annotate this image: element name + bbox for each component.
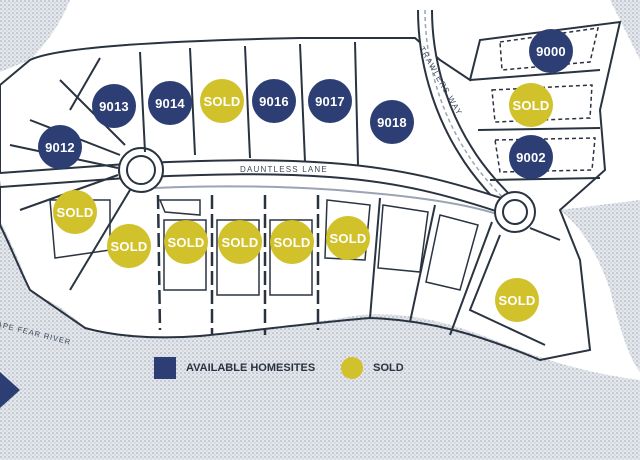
lot-marker[interactable]: SOLD [107,224,151,268]
map-legend: AVAILABLE HOMESITES SOLD [154,357,430,379]
lot-marker[interactable]: SOLD [218,220,262,264]
lot-marker[interactable]: 9014 [148,81,192,125]
lot-marker[interactable]: 9012 [38,125,82,169]
legend-label-available: AVAILABLE HOMESITES [186,362,316,374]
lot-marker[interactable]: SOLD [509,83,553,127]
lot-marker[interactable]: 9017 [308,79,352,123]
lot-marker[interactable]: SOLD [495,278,539,322]
legend-swatch-sold [341,357,364,379]
south-lot-lines [156,194,320,335]
legend-item-sold: SOLD [341,357,404,379]
land-outline [0,20,622,362]
water-right-shore [560,200,640,372]
lot-marker[interactable]: SOLD [53,190,97,234]
lot-marker[interactable]: 9016 [252,79,296,123]
lot-marker[interactable]: SOLD [164,220,208,264]
north-lot-lines [9,41,359,169]
lot-marker[interactable]: 9013 [92,84,136,128]
lot-marker[interactable]: SOLD [326,216,370,260]
lot-marker[interactable]: 9000 [529,29,573,73]
north-arrow-icon [0,372,20,408]
lot-marker[interactable]: SOLD [200,79,244,123]
legend-swatch-available [154,357,176,379]
street-label-dauntless-lane: DAUNTLESS LANE [240,165,328,174]
lot-marker[interactable]: 9002 [509,135,553,179]
east-lot-inner [491,27,599,173]
lot-marker[interactable]: SOLD [270,220,314,264]
legend-label-sold: SOLD [373,362,404,374]
water-river [0,314,640,460]
lot-marker[interactable]: 9018 [370,100,414,144]
water-top-left [0,0,70,72]
legend-item-available: AVAILABLE HOMESITES [154,357,315,379]
water-top-right [610,0,640,60]
east-lot-lines [469,69,601,181]
south-lot-lines-solid [19,174,561,346]
